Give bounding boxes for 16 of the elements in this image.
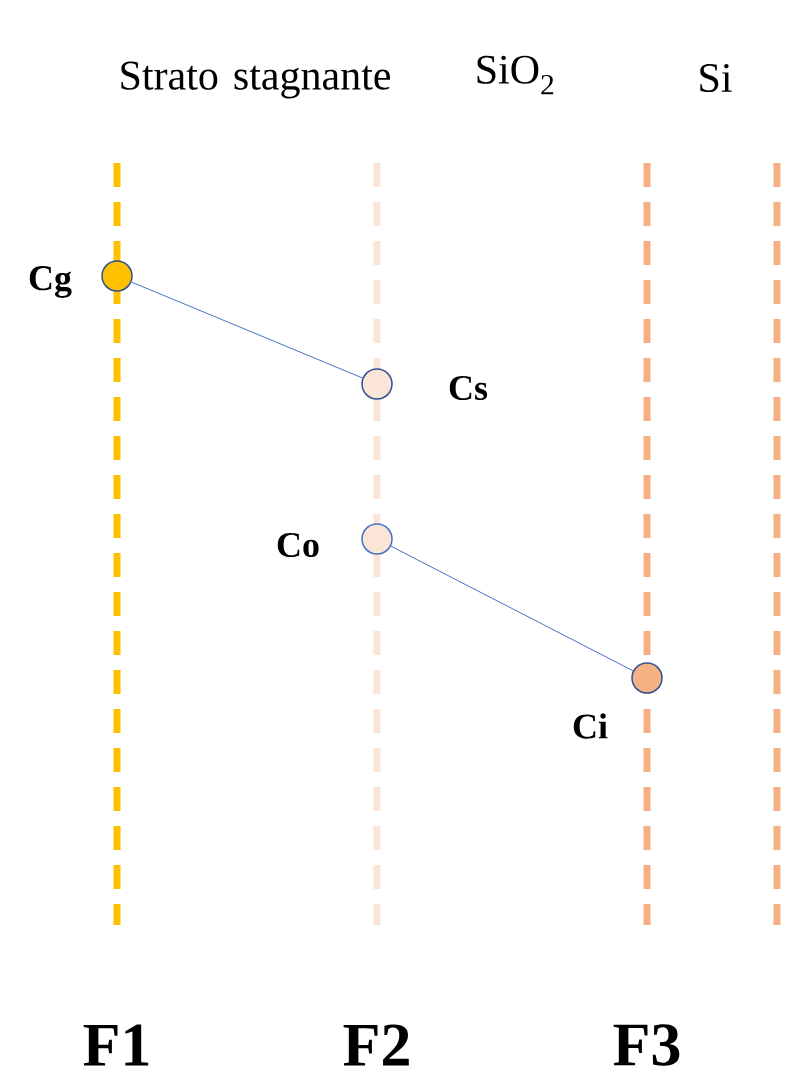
concentration-point	[361, 523, 393, 555]
point-label: Cs	[449, 375, 488, 401]
layer-label: SiO$_{2}$	[477, 55, 554, 95]
layer-label: Si	[700, 63, 732, 93]
interface-label: F1	[83, 1024, 149, 1066]
interface-label: F2	[343, 1024, 409, 1066]
concentration-point	[361, 368, 393, 400]
concentration-point	[631, 662, 663, 694]
point-label: Cg	[29, 266, 72, 298]
concentration-point	[101, 260, 133, 292]
interface-label: F3	[613, 1024, 680, 1066]
layer-label: Strato stagnante	[121, 61, 391, 99]
point-label: Ci	[573, 713, 608, 739]
line	[390, 545, 634, 672]
point-label: Co	[277, 532, 319, 558]
line	[131, 281, 363, 379]
